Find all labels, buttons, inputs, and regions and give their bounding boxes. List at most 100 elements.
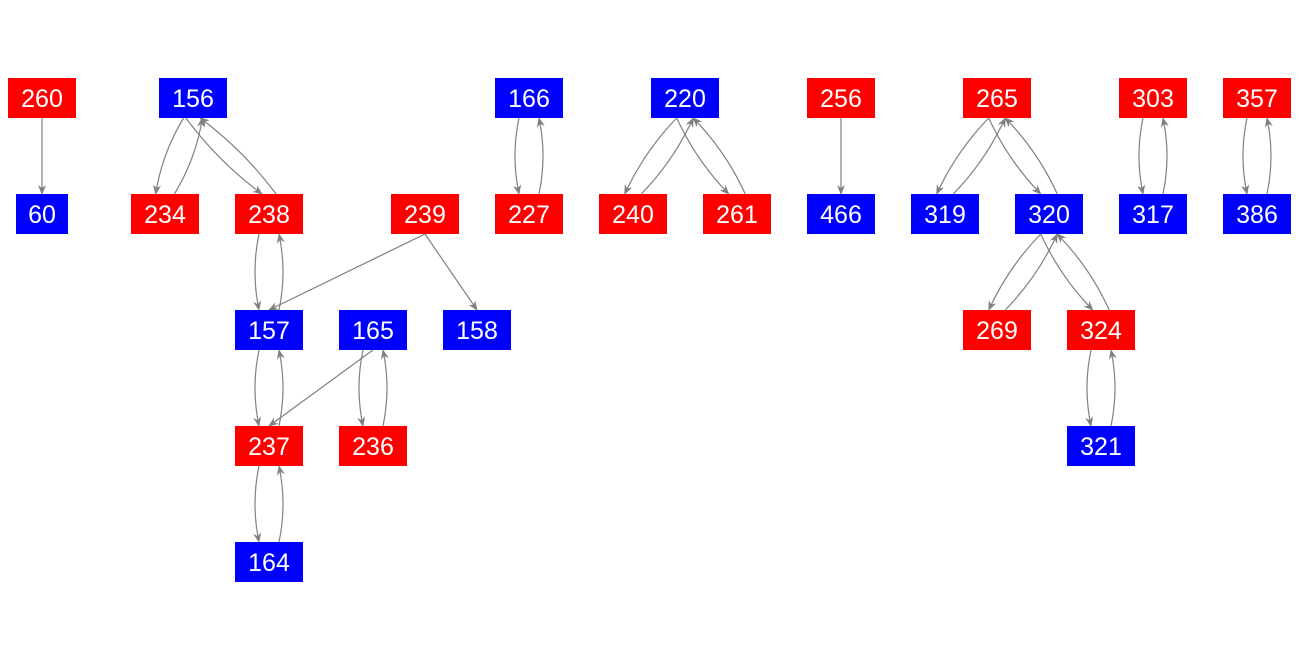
edge-324-to-320 <box>1056 233 1110 311</box>
node-label: 238 <box>248 201 290 229</box>
node-60[interactable]: 60 <box>16 194 68 234</box>
edge-236-to-165 <box>380 349 389 427</box>
node-label: 319 <box>924 201 966 229</box>
node-box <box>8 78 76 118</box>
node-240[interactable]: 240 <box>599 194 667 234</box>
node-238[interactable]: 238 <box>235 194 303 234</box>
node-220[interactable]: 220 <box>651 78 719 118</box>
edge-357-to-386 <box>1241 117 1250 195</box>
node-label: 220 <box>664 85 706 113</box>
node-box <box>807 194 875 234</box>
edge-303-to-317 <box>1137 117 1146 195</box>
node-317[interactable]: 317 <box>1119 194 1187 234</box>
node-165[interactable]: 165 <box>339 310 407 350</box>
node-label: 324 <box>1080 317 1122 345</box>
node-label: 156 <box>172 85 214 113</box>
node-label: 239 <box>404 201 446 229</box>
node-box <box>651 78 719 118</box>
node-166[interactable]: 166 <box>495 78 563 118</box>
node-label: 234 <box>144 201 186 229</box>
node-label: 165 <box>352 317 394 345</box>
edge-269-to-320 <box>1004 233 1058 311</box>
node-236[interactable]: 236 <box>339 426 407 466</box>
node-box <box>339 310 407 350</box>
edge-240-to-220 <box>640 117 694 195</box>
edge-165-to-236 <box>357 349 366 427</box>
edge-156-to-234 <box>153 117 185 195</box>
node-269[interactable]: 269 <box>963 310 1031 350</box>
node-466[interactable]: 466 <box>807 194 875 234</box>
node-386[interactable]: 386 <box>1223 194 1291 234</box>
edge-386-to-357 <box>1264 117 1273 195</box>
node-234[interactable]: 234 <box>131 194 199 234</box>
node-label: 166 <box>508 85 550 113</box>
node-label: 320 <box>1028 201 1070 229</box>
node-box <box>963 78 1031 118</box>
node-265[interactable]: 265 <box>963 78 1031 118</box>
node-324[interactable]: 324 <box>1067 310 1135 350</box>
node-box <box>1067 426 1135 466</box>
node-label: 265 <box>976 85 1018 113</box>
node-label: 240 <box>612 201 654 229</box>
node-158[interactable]: 158 <box>443 310 511 350</box>
node-256[interactable]: 256 <box>807 78 875 118</box>
node-box <box>1223 194 1291 234</box>
node-label: 158 <box>456 317 498 345</box>
node-239[interactable]: 239 <box>391 194 459 234</box>
node-label: 236 <box>352 433 394 461</box>
edge-165-to-237 <box>268 349 374 427</box>
node-box <box>235 194 303 234</box>
node-label: 157 <box>248 317 290 345</box>
node-357[interactable]: 357 <box>1223 78 1291 118</box>
node-321[interactable]: 321 <box>1067 426 1135 466</box>
edge-265-to-319 <box>936 117 990 195</box>
node-label: 260 <box>21 85 63 113</box>
node-box <box>391 194 459 234</box>
node-320[interactable]: 320 <box>1015 194 1083 234</box>
edge-324-to-321 <box>1085 349 1094 427</box>
node-label: 164 <box>248 549 290 577</box>
edge-234-to-156 <box>173 117 205 195</box>
node-261[interactable]: 261 <box>703 194 771 234</box>
node-237[interactable]: 237 <box>235 426 303 466</box>
node-label: 317 <box>1132 201 1174 229</box>
edge-320-to-269 <box>988 233 1042 311</box>
edge-320-to-324 <box>1040 233 1094 311</box>
node-box <box>495 78 563 118</box>
node-157[interactable]: 157 <box>235 310 303 350</box>
node-156[interactable]: 156 <box>159 78 227 118</box>
edge-227-to-166 <box>536 117 545 195</box>
node-box <box>16 194 68 234</box>
edge-220-to-261 <box>676 117 730 195</box>
node-260[interactable]: 260 <box>8 78 76 118</box>
node-label: 466 <box>820 201 862 229</box>
node-227[interactable]: 227 <box>495 194 563 234</box>
edges-layer <box>38 117 1273 543</box>
node-box <box>235 426 303 466</box>
edge-238-to-157 <box>253 233 262 311</box>
edge-157-to-237 <box>253 349 262 427</box>
node-label: 386 <box>1236 201 1278 229</box>
node-label: 303 <box>1132 85 1174 113</box>
node-label: 237 <box>248 433 290 461</box>
edge-237-to-164 <box>253 465 262 543</box>
edge-321-to-324 <box>1108 349 1117 427</box>
edge-319-to-265 <box>952 117 1006 195</box>
node-box <box>159 78 227 118</box>
node-label: 357 <box>1236 85 1278 113</box>
node-303[interactable]: 303 <box>1119 78 1187 118</box>
edge-157-to-238 <box>276 233 285 311</box>
node-box <box>1015 194 1083 234</box>
node-box <box>963 310 1031 350</box>
edge-220-to-240 <box>624 117 678 195</box>
node-319[interactable]: 319 <box>911 194 979 234</box>
node-box <box>235 542 303 582</box>
node-box <box>599 194 667 234</box>
edge-164-to-237 <box>276 465 285 543</box>
node-label: 60 <box>28 201 56 229</box>
node-164[interactable]: 164 <box>235 542 303 582</box>
edge-239-to-157 <box>268 233 426 311</box>
node-box <box>131 194 199 234</box>
nodes-layer: 260 60 156 234 238 239 157 165 158 237 236 164 166 22… <box>8 78 1291 582</box>
